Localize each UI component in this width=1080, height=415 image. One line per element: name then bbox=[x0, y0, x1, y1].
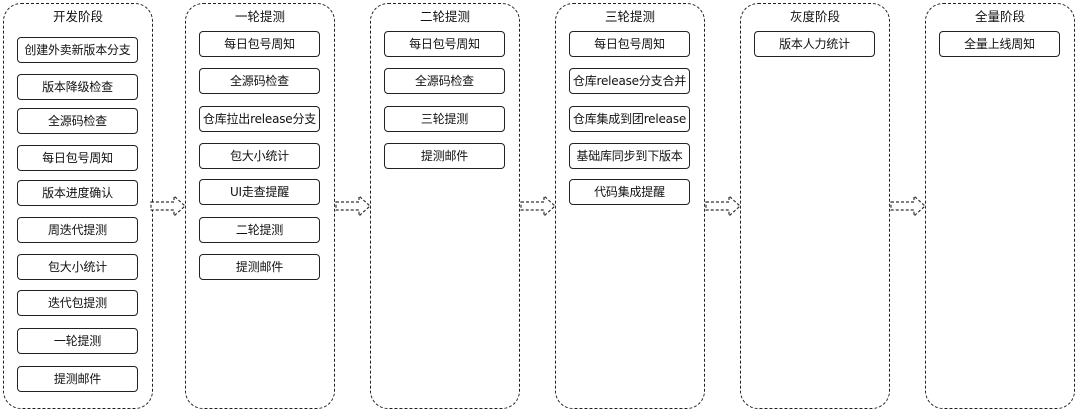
step-box: 全源码检查 bbox=[199, 68, 320, 94]
stage-title: 一轮提测 bbox=[234, 9, 285, 24]
step-box: 提测邮件 bbox=[199, 254, 320, 280]
flow-arrow bbox=[705, 195, 741, 217]
stage-round-2: 二轮提测 每日包号周知 全源码检查 三轮提测 提测邮件 bbox=[370, 3, 520, 409]
step-box: 迭代包提测 bbox=[17, 290, 138, 316]
step-box: 仓库拉出release分支 bbox=[199, 106, 320, 132]
step-box: 代码集成提醒 bbox=[569, 179, 690, 205]
step-box: 每日包号周知 bbox=[384, 31, 505, 57]
step-box: 版本进度确认 bbox=[17, 180, 138, 206]
stage-title: 二轮提测 bbox=[419, 9, 470, 24]
step-box: 创建外卖新版本分支 bbox=[17, 37, 138, 63]
step-box: 三轮提测 bbox=[384, 106, 505, 132]
step-box: 一轮提测 bbox=[17, 328, 138, 354]
stage-title: 灰度阶段 bbox=[789, 9, 840, 24]
stage-title: 全量阶段 bbox=[974, 9, 1025, 24]
flow-arrow bbox=[890, 195, 926, 217]
step-box: 包大小统计 bbox=[17, 254, 138, 280]
step-box: 包大小统计 bbox=[199, 143, 320, 169]
step-box: UI走查提醒 bbox=[199, 179, 320, 205]
step-box: 周迭代提测 bbox=[17, 217, 138, 243]
step-box: 版本人力统计 bbox=[754, 31, 875, 57]
step-box: 版本降级检查 bbox=[17, 74, 138, 100]
stage-gray-release: 灰度阶段 版本人力统计 bbox=[740, 3, 890, 409]
step-box: 仓库release分支合并 bbox=[569, 68, 690, 94]
flow-arrow bbox=[520, 195, 556, 217]
step-box: 全量上线周知 bbox=[939, 31, 1060, 57]
flow-arrow bbox=[150, 195, 186, 217]
stage-full-release: 全量阶段 全量上线周知 bbox=[925, 3, 1075, 409]
stage-title: 三轮提测 bbox=[604, 9, 655, 24]
stage-dev: 开发阶段 创建外卖新版本分支 版本降级检查 全源码检查 每日包号周知 版本进度确… bbox=[3, 3, 153, 409]
stage-title: 开发阶段 bbox=[52, 9, 103, 24]
step-box: 每日包号周知 bbox=[199, 31, 320, 57]
stage-round-1: 一轮提测 每日包号周知 全源码检查 仓库拉出release分支 包大小统计 UI… bbox=[185, 3, 335, 409]
step-box: 全源码检查 bbox=[384, 68, 505, 94]
step-box: 仓库集成到团release bbox=[569, 106, 690, 132]
step-box: 基础库同步到下版本 bbox=[569, 143, 690, 169]
flow-arrow bbox=[335, 195, 371, 217]
step-box: 每日包号周知 bbox=[17, 145, 138, 171]
step-box: 全源码检查 bbox=[17, 108, 138, 134]
step-box: 每日包号周知 bbox=[569, 31, 690, 57]
step-box: 二轮提测 bbox=[199, 217, 320, 243]
step-box: 提测邮件 bbox=[17, 366, 138, 392]
stage-round-3: 三轮提测 每日包号周知 仓库release分支合并 仓库集成到团release … bbox=[555, 3, 705, 409]
step-box: 提测邮件 bbox=[384, 143, 505, 169]
